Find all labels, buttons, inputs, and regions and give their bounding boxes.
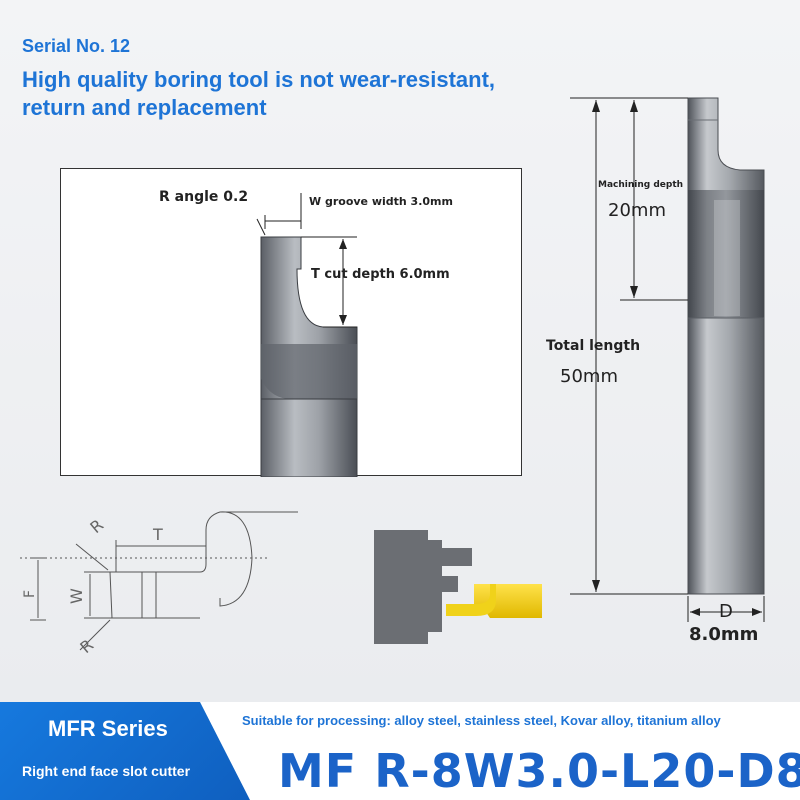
schematic-r-top: R [86, 515, 107, 537]
headline-line-1: High quality boring tool is not wear-res… [22, 67, 496, 92]
series-title: MFR Series [48, 716, 168, 741]
total-length-label: Total length [546, 338, 641, 354]
r-angle-label: R angle 0.2 [159, 189, 249, 205]
total-length-value: 50mm [560, 366, 618, 387]
serial-number: Serial No. 12 [22, 36, 131, 56]
usage-illustration [374, 530, 542, 644]
schematic-w: W [67, 588, 86, 604]
t-cut-depth-label: T cut depth 6.0mm [311, 267, 450, 282]
w-groove-label: W groove width 3.0mm [309, 195, 453, 208]
headline: High quality boring tool is not wear-res… [22, 66, 582, 122]
suitable-materials: Suitable for processing: alloy steel, st… [242, 713, 721, 728]
headline-line-2: return and replacement [22, 95, 267, 120]
tip-detail-drawing [256, 193, 358, 477]
machining-depth-label: Machining depth [598, 180, 684, 190]
diameter-label: D [719, 601, 733, 622]
machining-depth-value: 20mm [608, 200, 666, 221]
technical-schematic [20, 511, 298, 651]
tip-detail-panel: R angle 0.2 W groove width 3.0mm T cut d… [60, 168, 522, 477]
schematic-t: T [152, 525, 163, 544]
diameter-value: 8.0mm [689, 624, 759, 645]
schematic-f: F [22, 590, 38, 598]
schematic-r-bottom: R [76, 635, 97, 657]
series-subtitle: Right end face slot cutter [22, 763, 191, 779]
model-number: MF R-8W3.0-L20-D8 [278, 744, 800, 798]
